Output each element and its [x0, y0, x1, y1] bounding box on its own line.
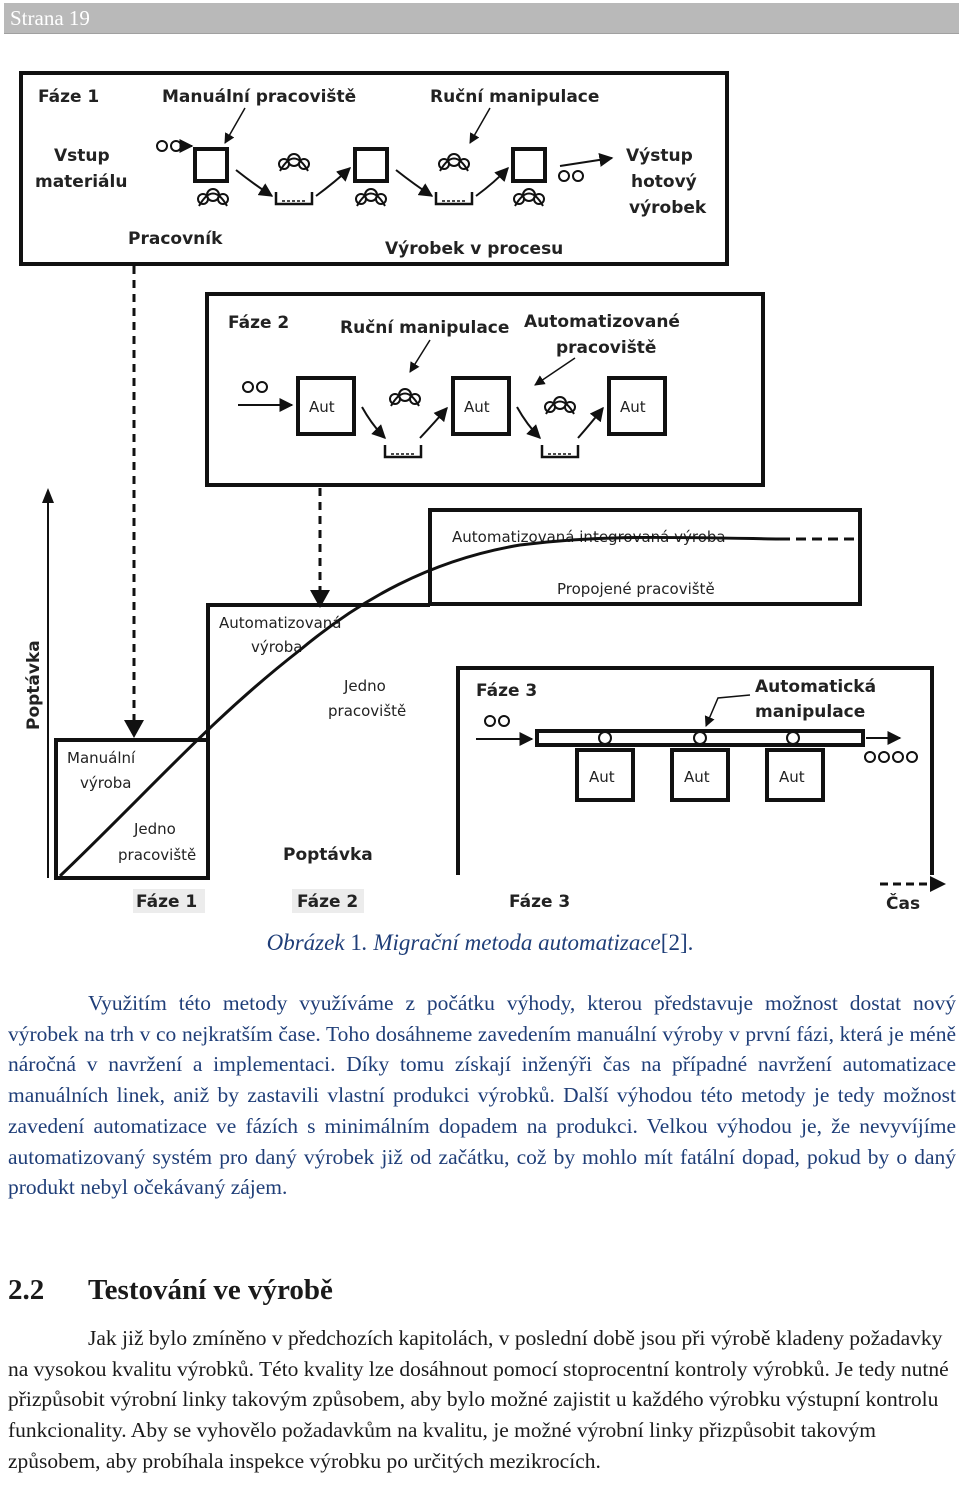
phase1-manual-station-label: Manuální pracoviště — [162, 87, 356, 107]
phase-tick-bg — [133, 889, 205, 913]
auto-production-label-line2: výroba — [251, 638, 302, 656]
worker-icon — [197, 188, 229, 207]
integrated-label: Automatizovaná integrovaná výroba — [452, 528, 726, 546]
phase2-manual-handling-label: Ruční manipulace — [340, 318, 509, 338]
input-label-line2: materiálu — [35, 172, 127, 192]
phase2-auto-label-line2: pracoviště — [556, 338, 656, 358]
caption-prefix: Obrázek — [266, 930, 351, 955]
manual-production-label-line2: výroba — [80, 774, 131, 792]
arrow-head-icon — [310, 590, 330, 608]
worker-icon — [389, 388, 421, 407]
output-label-line3: výrobek — [629, 198, 707, 218]
phase-tick-1: Fáze 1 — [136, 892, 197, 912]
worker-icon — [438, 153, 470, 172]
caption-text: . Migrační metoda automatizace — [361, 930, 661, 955]
arrow-head-icon — [124, 720, 144, 738]
section-title: Testování ve výrobě — [88, 1274, 333, 1306]
auto-production-sub-line2: pracoviště — [328, 702, 406, 720]
page-number-label: Strana 19 — [10, 6, 90, 30]
worker-icon — [278, 153, 310, 172]
x-axis-label: Čas — [886, 892, 920, 914]
manual-production-box: Manuální výroba Jedno pracoviště — [54, 738, 210, 880]
material-parts-icon — [156, 140, 182, 152]
y-axis-arrow-icon — [42, 488, 54, 503]
auto-station-label: Aut — [309, 398, 335, 416]
phase3-box: Fáze 3 Automatická manipulace Aut Aut Au… — [456, 666, 934, 875]
auto-station-3 — [607, 376, 667, 436]
input-label-line1: Vstup — [54, 146, 110, 166]
phase1-manual-handling-label: Ruční manipulace — [430, 87, 599, 107]
wip-tray-icon — [274, 190, 314, 206]
phase3-auto-handling-line2: manipulace — [755, 702, 865, 722]
automated-production-box: Automatizovaná výroba Jedno pracoviště — [206, 603, 430, 875]
worker-icon — [513, 188, 545, 207]
input-parts-icon — [484, 715, 510, 727]
demand-chart: Poptávka Poptávka Čas Fáze 1 Fáze 2 Fáze… — [24, 488, 946, 914]
auto-station-2 — [451, 376, 511, 436]
curve-label: Poptávka — [283, 845, 373, 865]
demand-curve — [58, 535, 781, 878]
section-heading: 2.2 Testování ve výrobě — [8, 1274, 333, 1307]
body-paragraph-1: Využitím této metody využíváme z počátku… — [8, 988, 956, 1203]
output-label-line2: hotový — [631, 172, 697, 192]
phase1-title: Fáze 1 — [38, 87, 99, 107]
page-header-bar: Strana 19 — [4, 3, 959, 34]
auto-station-label: Aut — [779, 768, 805, 786]
manual-station-1 — [193, 147, 229, 183]
body-paragraph-2: Jak již bylo zmíněno v předchozích kapit… — [8, 1323, 956, 1477]
caption-reference: [2]. — [660, 930, 694, 955]
phase1-box: Fáze 1 Manuální pracoviště Ruční manipul… — [19, 71, 729, 266]
auto-station-label: Aut — [589, 768, 615, 786]
integrated-sub-label: Propojené pracoviště — [557, 580, 715, 598]
phase3-auto-handling-line1: Automatická — [755, 677, 876, 697]
migration-method-figure: Fáze 1 Manuální pracoviště Ruční manipul… — [19, 71, 946, 914]
auto-production-sub-line1: Jedno — [343, 677, 386, 695]
auto-station-label: Aut — [684, 768, 710, 786]
manual-production-sub-line1: Jedno — [133, 820, 176, 838]
auto-station-3 — [765, 748, 825, 802]
manual-station-3 — [511, 147, 547, 183]
manual-production-label-line1: Manuální — [67, 749, 136, 767]
auto-station-label: Aut — [620, 398, 646, 416]
auto-station-2 — [670, 748, 730, 802]
paragraph-2-text: Jak již bylo zmíněno v předchozích kapit… — [8, 1326, 949, 1473]
manual-station-2 — [353, 147, 389, 183]
phase-tick-3: Fáze 3 — [509, 892, 570, 912]
integrated-production-box: Automatizovaná integrovaná výroba Propoj… — [428, 508, 862, 606]
worker-icon — [544, 396, 576, 415]
auto-station-1 — [575, 748, 635, 802]
wip-label: Výrobek v procesu — [385, 239, 563, 259]
phase3-title: Fáze 3 — [476, 681, 537, 701]
figure-caption: Obrázek 1. Migrační metoda automatizace[… — [0, 930, 960, 956]
auto-station-1 — [296, 376, 356, 436]
auto-production-label-line1: Automatizovaná — [219, 614, 342, 632]
phase-tick-2: Fáze 2 — [297, 892, 358, 912]
wip-tray-icon — [434, 190, 474, 206]
input-parts-icon — [242, 381, 268, 393]
section-number: 2.2 — [8, 1274, 45, 1306]
phase-tick-bg — [292, 889, 364, 913]
y-axis-label: Poptávka — [24, 640, 44, 730]
worker-label: Pracovník — [128, 229, 223, 249]
manual-production-sub-line2: pracoviště — [118, 846, 196, 864]
x-axis-arrow-icon — [930, 876, 946, 892]
phase2-auto-label-line1: Automatizované — [524, 312, 680, 332]
worker-icon — [355, 188, 387, 207]
wip-tray-icon — [540, 443, 580, 459]
wip-tray-icon — [383, 443, 423, 459]
phase2-box: Fáze 2 Ruční manipulace Automatizované p… — [205, 292, 765, 487]
caption-number: 1 — [350, 930, 362, 955]
auto-station-label: Aut — [464, 398, 490, 416]
phase2-title: Fáze 2 — [228, 313, 289, 333]
paragraph-1-text: Využitím této metody využíváme z počátku… — [8, 991, 956, 1200]
output-label-line1: Výstup — [626, 146, 693, 166]
finished-parts-icon — [558, 170, 584, 182]
